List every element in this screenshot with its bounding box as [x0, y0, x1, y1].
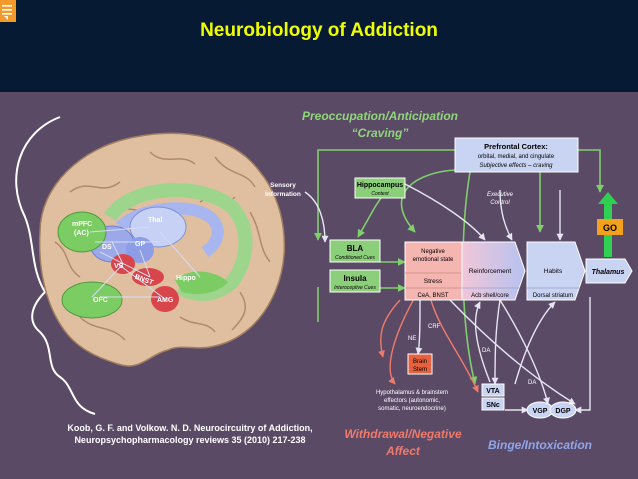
go-label: GO [603, 223, 617, 233]
label-vs: VS [114, 263, 124, 270]
citation-line-2: Neuropsychopharmacology reviews 35 (2010… [74, 435, 306, 445]
limbic-ring [104, 183, 253, 301]
pfc-sub1: orbital, medial, and cingulate [478, 154, 555, 160]
brainstem-label-2: Stem [413, 367, 427, 373]
thalamus-label: Thalamus [592, 269, 625, 276]
vgp-label: VGP [533, 408, 548, 415]
insula-label: Insula [343, 274, 367, 283]
pfc-node [454, 137, 579, 173]
mpfc-region [57, 211, 107, 253]
label-mpfc: mPFC [72, 221, 92, 228]
stage-affect: Affect [385, 444, 421, 458]
bla-sub: Conditioned Cues [335, 255, 375, 261]
crf-label: CRF [428, 324, 441, 330]
snc-node [481, 397, 505, 411]
stress-label: Stress [424, 278, 443, 285]
ne-label: NE [408, 336, 416, 342]
stage-preoccupation: Preoccupation/Anticipation [302, 109, 458, 123]
hypo-line-3: somatic, neuroendocrine) [378, 406, 446, 412]
thalamus-region [129, 206, 187, 248]
brain-connections [89, 226, 201, 300]
neg-emotional-label: Negative [421, 249, 445, 255]
control-label: Control [490, 200, 510, 206]
addiction-circuit-diagram: mPFC (AC) Thal DS GP VS BNST Hippo AMG O… [0, 92, 638, 479]
hippocampus-sub: Context [371, 191, 389, 197]
neg-emotional-label-2: emotional state [413, 257, 454, 263]
label-amg: AMG [157, 297, 174, 304]
snc-label: SNc [486, 402, 500, 409]
reinforcement-label: Reinforcement [469, 268, 511, 275]
brainstem-label: Brain [413, 359, 427, 365]
green-pathways [314, 149, 604, 385]
pfc-title: Prefrontal Cortex: [484, 142, 548, 151]
pfc-sub2: Subjective effects – craving [479, 163, 553, 169]
cea-label: CeA, BNST [417, 293, 448, 299]
habits-node [526, 241, 586, 301]
label-ofc: OFC [93, 297, 108, 304]
sensory-label: Sensory [270, 182, 296, 189]
hippocampus-region [175, 271, 228, 294]
stage-craving: “Craving” [352, 126, 409, 140]
executive-label: Executive [487, 192, 514, 198]
ofc-region [61, 281, 123, 319]
brain-illustration: mPFC (AC) Thal DS GP VS BNST Hippo AMG O… [15, 116, 285, 415]
red-pathways [378, 296, 479, 393]
stage-binge: Binge/Intoxication [488, 438, 592, 452]
go-badge [597, 219, 623, 235]
white-pathways [304, 183, 591, 414]
vta-node [481, 383, 505, 397]
bla-node [329, 239, 381, 263]
habits-label: Habits [544, 268, 563, 275]
title-bar: Neurobiology of Addiction [0, 0, 638, 92]
sensory-label-2: Information [265, 191, 301, 198]
hippocampus-label: Hippocampus [357, 182, 403, 189]
page-title: Neurobiology of Addiction [200, 20, 438, 41]
label-hippo: Hippo [176, 275, 196, 282]
thalamus-node [585, 258, 633, 284]
face-outline [15, 116, 96, 415]
citation-line-1: Koob, G. F. and Volkow. N. D. Neurocircu… [67, 423, 313, 433]
brainstem-node [407, 353, 433, 375]
acb-label: Acb shell/core [471, 293, 509, 299]
vta-label: VTA [486, 388, 499, 395]
da-label-1: DA [482, 348, 490, 354]
label-ac: (AC) [74, 230, 89, 237]
reinforcement-node [461, 241, 526, 301]
dorsal-label: Dorsal striatum [533, 293, 573, 299]
bla-label: BLA [347, 244, 364, 253]
hippocampus-node [354, 177, 406, 199]
circuit-diagram: Preoccupation/Anticipation “Craving” [265, 109, 633, 458]
hypo-line-1: Hypothalamus & brainstem [376, 390, 448, 396]
label-ds: DS [102, 244, 112, 251]
da-label-2: DA [528, 380, 536, 386]
insula-sub: Interoceptive Cues [334, 285, 376, 291]
dgp-node [549, 401, 577, 419]
label-thal: Thal [148, 217, 162, 224]
insula-node [329, 269, 381, 293]
citation: Koob, G. F. and Volkow. N. D. Neurocircu… [40, 422, 340, 446]
hypo-line-2: effectors (autonomic, [384, 398, 440, 404]
label-gp: GP [135, 241, 145, 248]
dgp-label: DGP [555, 408, 571, 415]
stage-withdrawal: Withdrawal/Negative [344, 427, 462, 441]
speaker-notes-icon[interactable] [0, 0, 16, 22]
